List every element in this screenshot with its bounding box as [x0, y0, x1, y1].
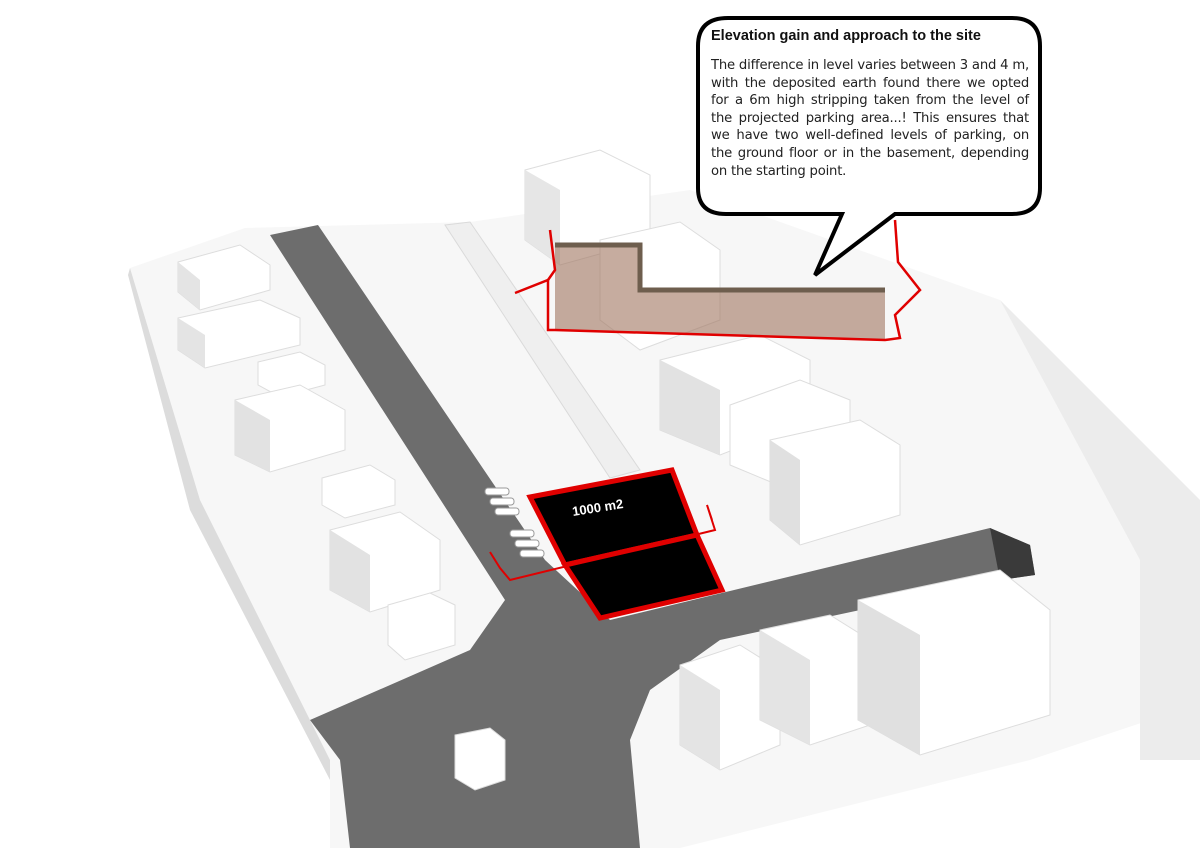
parked-cars: [484, 487, 545, 558]
road-end: [990, 528, 1035, 580]
callout-title: Elevation gain and approach to the site: [711, 28, 981, 44]
main-road: [270, 225, 1035, 848]
ground-shadow: [1000, 300, 1200, 760]
section-line-site: [489, 504, 717, 582]
walkway: [444, 221, 641, 479]
callout-bubble: [696, 16, 1042, 277]
section-line-red: [514, 219, 922, 342]
callout-text: Elevation gain and approach to the site …: [711, 28, 1029, 180]
terrain-section: [514, 219, 922, 342]
callout-body: The difference in level varies between 3…: [711, 58, 1029, 179]
buildings-right: [524, 149, 1051, 771]
buildings-left: [177, 244, 506, 791]
plate-edge: [128, 268, 330, 780]
